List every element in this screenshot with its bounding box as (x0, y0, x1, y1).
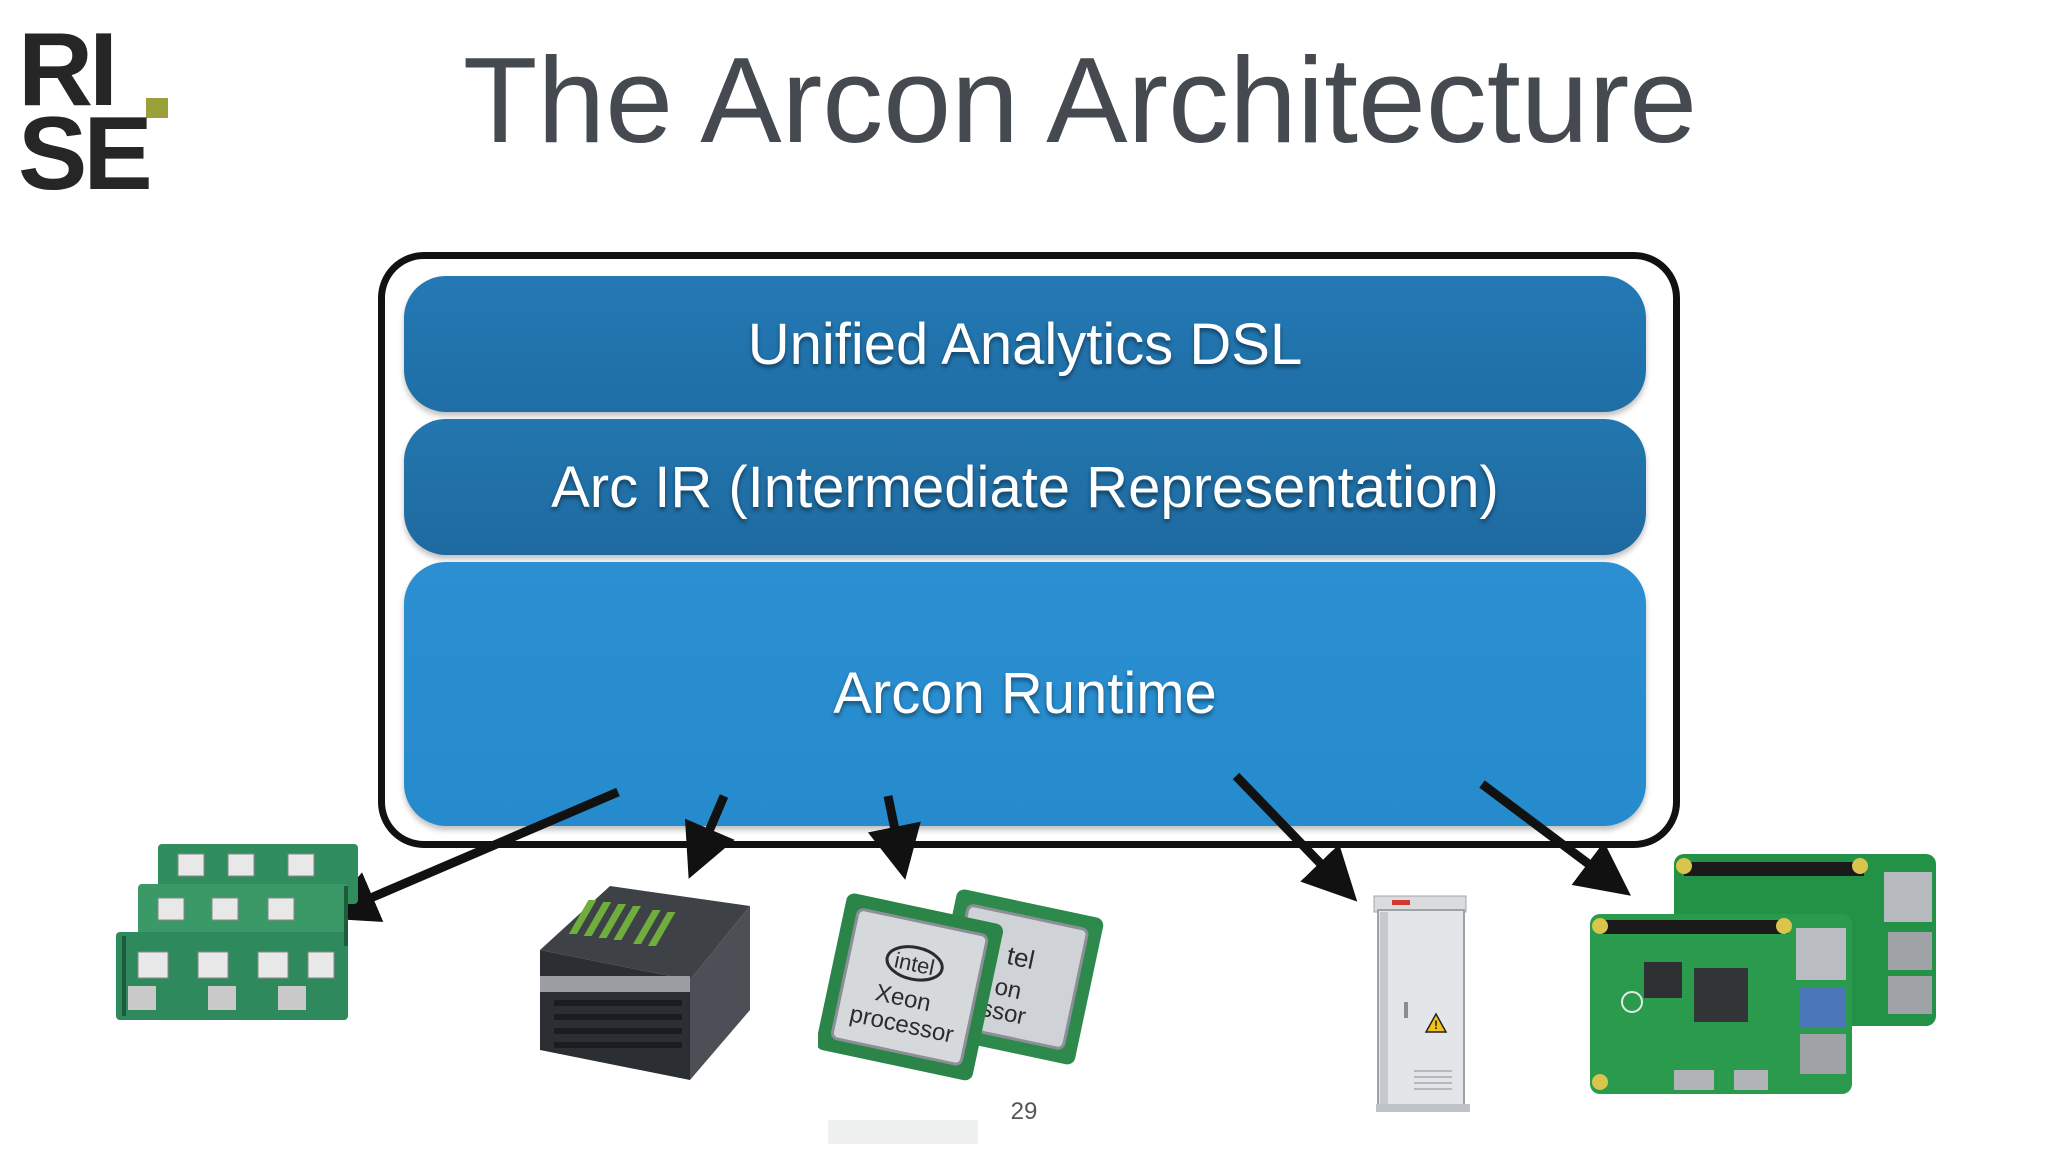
cpu-back-brand: tel (1004, 940, 1037, 975)
layer-unified-analytics-dsl: Unified Analytics DSL (404, 276, 1646, 412)
layer-ir-label: Arc IR (Intermediate Representation) (551, 454, 1499, 520)
layer-arcon-runtime: Arcon Runtime (404, 562, 1646, 826)
layer-runtime-label: Arcon Runtime (833, 661, 1217, 726)
slide-title: The Arcon Architecture (462, 32, 1698, 168)
rise-logo: RI SE (18, 12, 168, 206)
logo-text-se: SE (18, 96, 153, 212)
fpga-boards-icon (116, 844, 358, 1020)
raspberry-pi-icon (1590, 854, 1936, 1094)
page-number: 29 (1010, 1098, 1038, 1125)
svg-text:!: ! (1434, 1018, 1438, 1032)
logo-accent-square (146, 98, 168, 118)
xeon-processor-icon: tel on ssor intel Xeon processor (818, 889, 1104, 1144)
layer-arc-ir: Arc IR (Intermediate Representation) (404, 419, 1646, 555)
layer-dsl-label: Unified Analytics DSL (747, 311, 1303, 377)
logo-text-ri: RI (18, 12, 118, 128)
gpu-server-icon (540, 886, 750, 1080)
edge-cabinet-icon: ! (1373, 895, 1470, 1112)
cpu-back-line1: on (992, 973, 1024, 1005)
